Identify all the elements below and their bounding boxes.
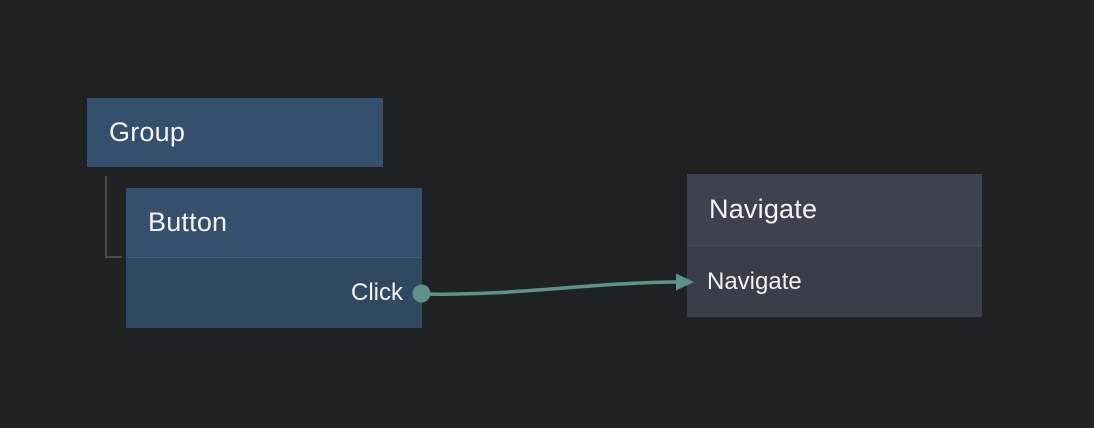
node-button-header[interactable]: Button bbox=[126, 188, 422, 258]
click-port-label: Click bbox=[351, 279, 403, 306]
node-button[interactable]: Button Click bbox=[126, 188, 422, 328]
node-group-title: Group bbox=[109, 117, 186, 147]
node-navigate-title: Navigate bbox=[709, 194, 818, 224]
node-group-header[interactable]: Group bbox=[87, 98, 383, 167]
edge-click-to-navigate[interactable] bbox=[420, 280, 677, 296]
node-group[interactable]: Group bbox=[87, 98, 383, 167]
node-button-port-row[interactable]: Click bbox=[126, 258, 422, 328]
node-button-title: Button bbox=[148, 207, 228, 237]
click-output-port-dot[interactable] bbox=[412, 284, 431, 303]
node-navigate[interactable]: Navigate Navigate bbox=[687, 174, 982, 317]
edge-arrowhead-icon bbox=[676, 273, 694, 291]
node-navigate-action-row[interactable]: Navigate bbox=[687, 246, 982, 317]
node-navigate-header[interactable]: Navigate bbox=[687, 174, 982, 246]
navigate-row-label: Navigate bbox=[707, 267, 802, 295]
hierarchy-connector-line bbox=[105, 176, 122, 258]
